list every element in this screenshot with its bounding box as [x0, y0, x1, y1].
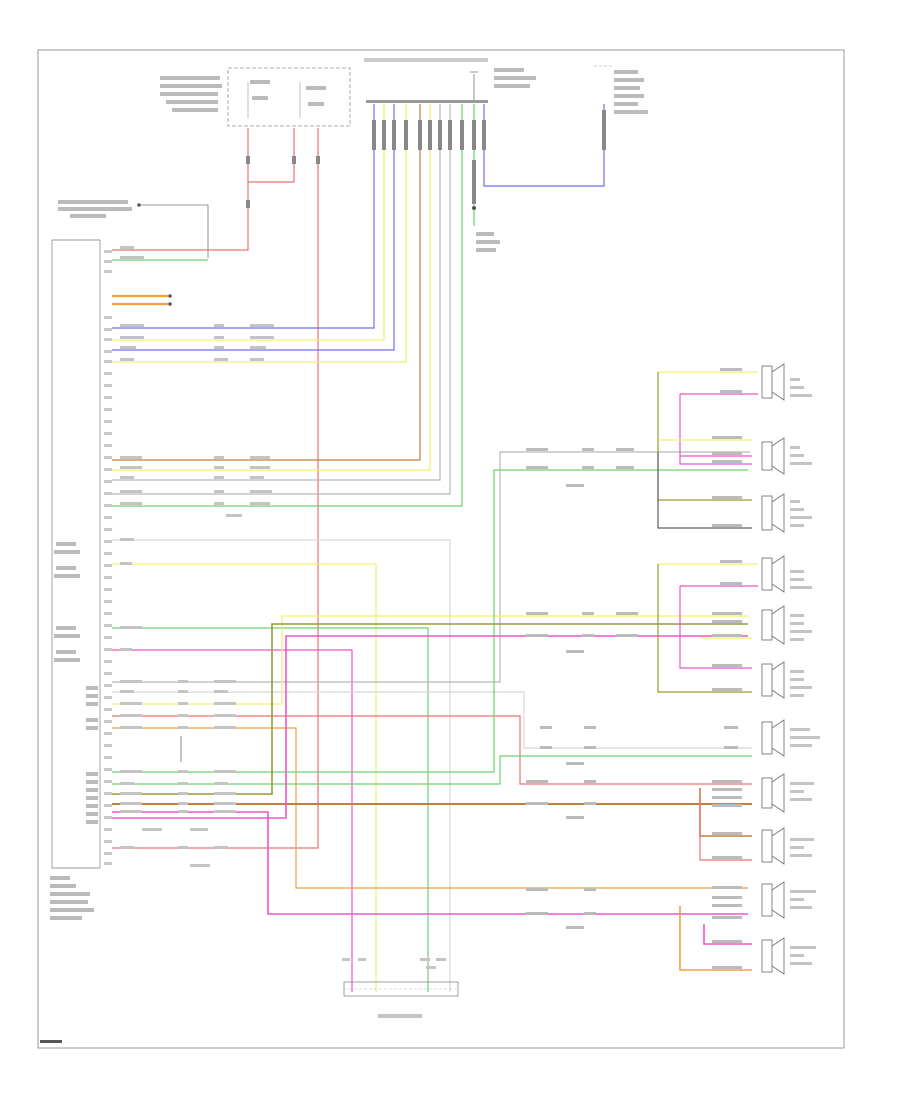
wire-red-fuse2	[248, 128, 295, 183]
wire-code-marks	[120, 246, 274, 517]
module-output-wires	[112, 539, 451, 992]
speaker-lr-mid	[761, 773, 785, 813]
input-connector-marks	[372, 110, 606, 210]
power-wires	[112, 128, 319, 849]
module-pin-ticks	[104, 250, 112, 865]
bottom-connector	[342, 958, 459, 1018]
power-connector-marks	[168, 156, 320, 306]
speaker-rr-mid	[761, 881, 785, 919]
inline-connector-marks	[526, 368, 742, 969]
splice-label	[58, 200, 209, 258]
speaker-lf-mid	[761, 437, 785, 475]
speaker-label-marks	[790, 378, 820, 965]
speaker-feed-wires	[112, 451, 752, 915]
speaker-lr-tweeter	[761, 827, 785, 865]
speaker-symbols	[761, 363, 785, 975]
diagram-frame	[37, 49, 845, 1049]
speaker-rf-tweeter	[761, 555, 785, 593]
speaker-lf-woofer	[761, 493, 785, 533]
speaker-rr-tweeter	[761, 937, 785, 975]
audio-amplifier-module	[50, 239, 101, 920]
top-center-connector	[364, 58, 536, 252]
speaker-lf-tweeter	[761, 363, 785, 401]
speaker-rf-woofer	[761, 661, 785, 699]
speaker-center	[761, 719, 785, 757]
input-wires	[112, 104, 605, 507]
top-right-module	[594, 65, 648, 114]
fuse-box	[160, 67, 351, 127]
drawing-code-mark	[40, 1040, 62, 1043]
speaker-rf-mid	[761, 605, 785, 645]
right-speaker-wiring	[657, 371, 758, 971]
lower-wire-code-marks	[120, 538, 236, 867]
wire-red-long	[112, 128, 319, 849]
wire-red-feed	[112, 128, 249, 251]
